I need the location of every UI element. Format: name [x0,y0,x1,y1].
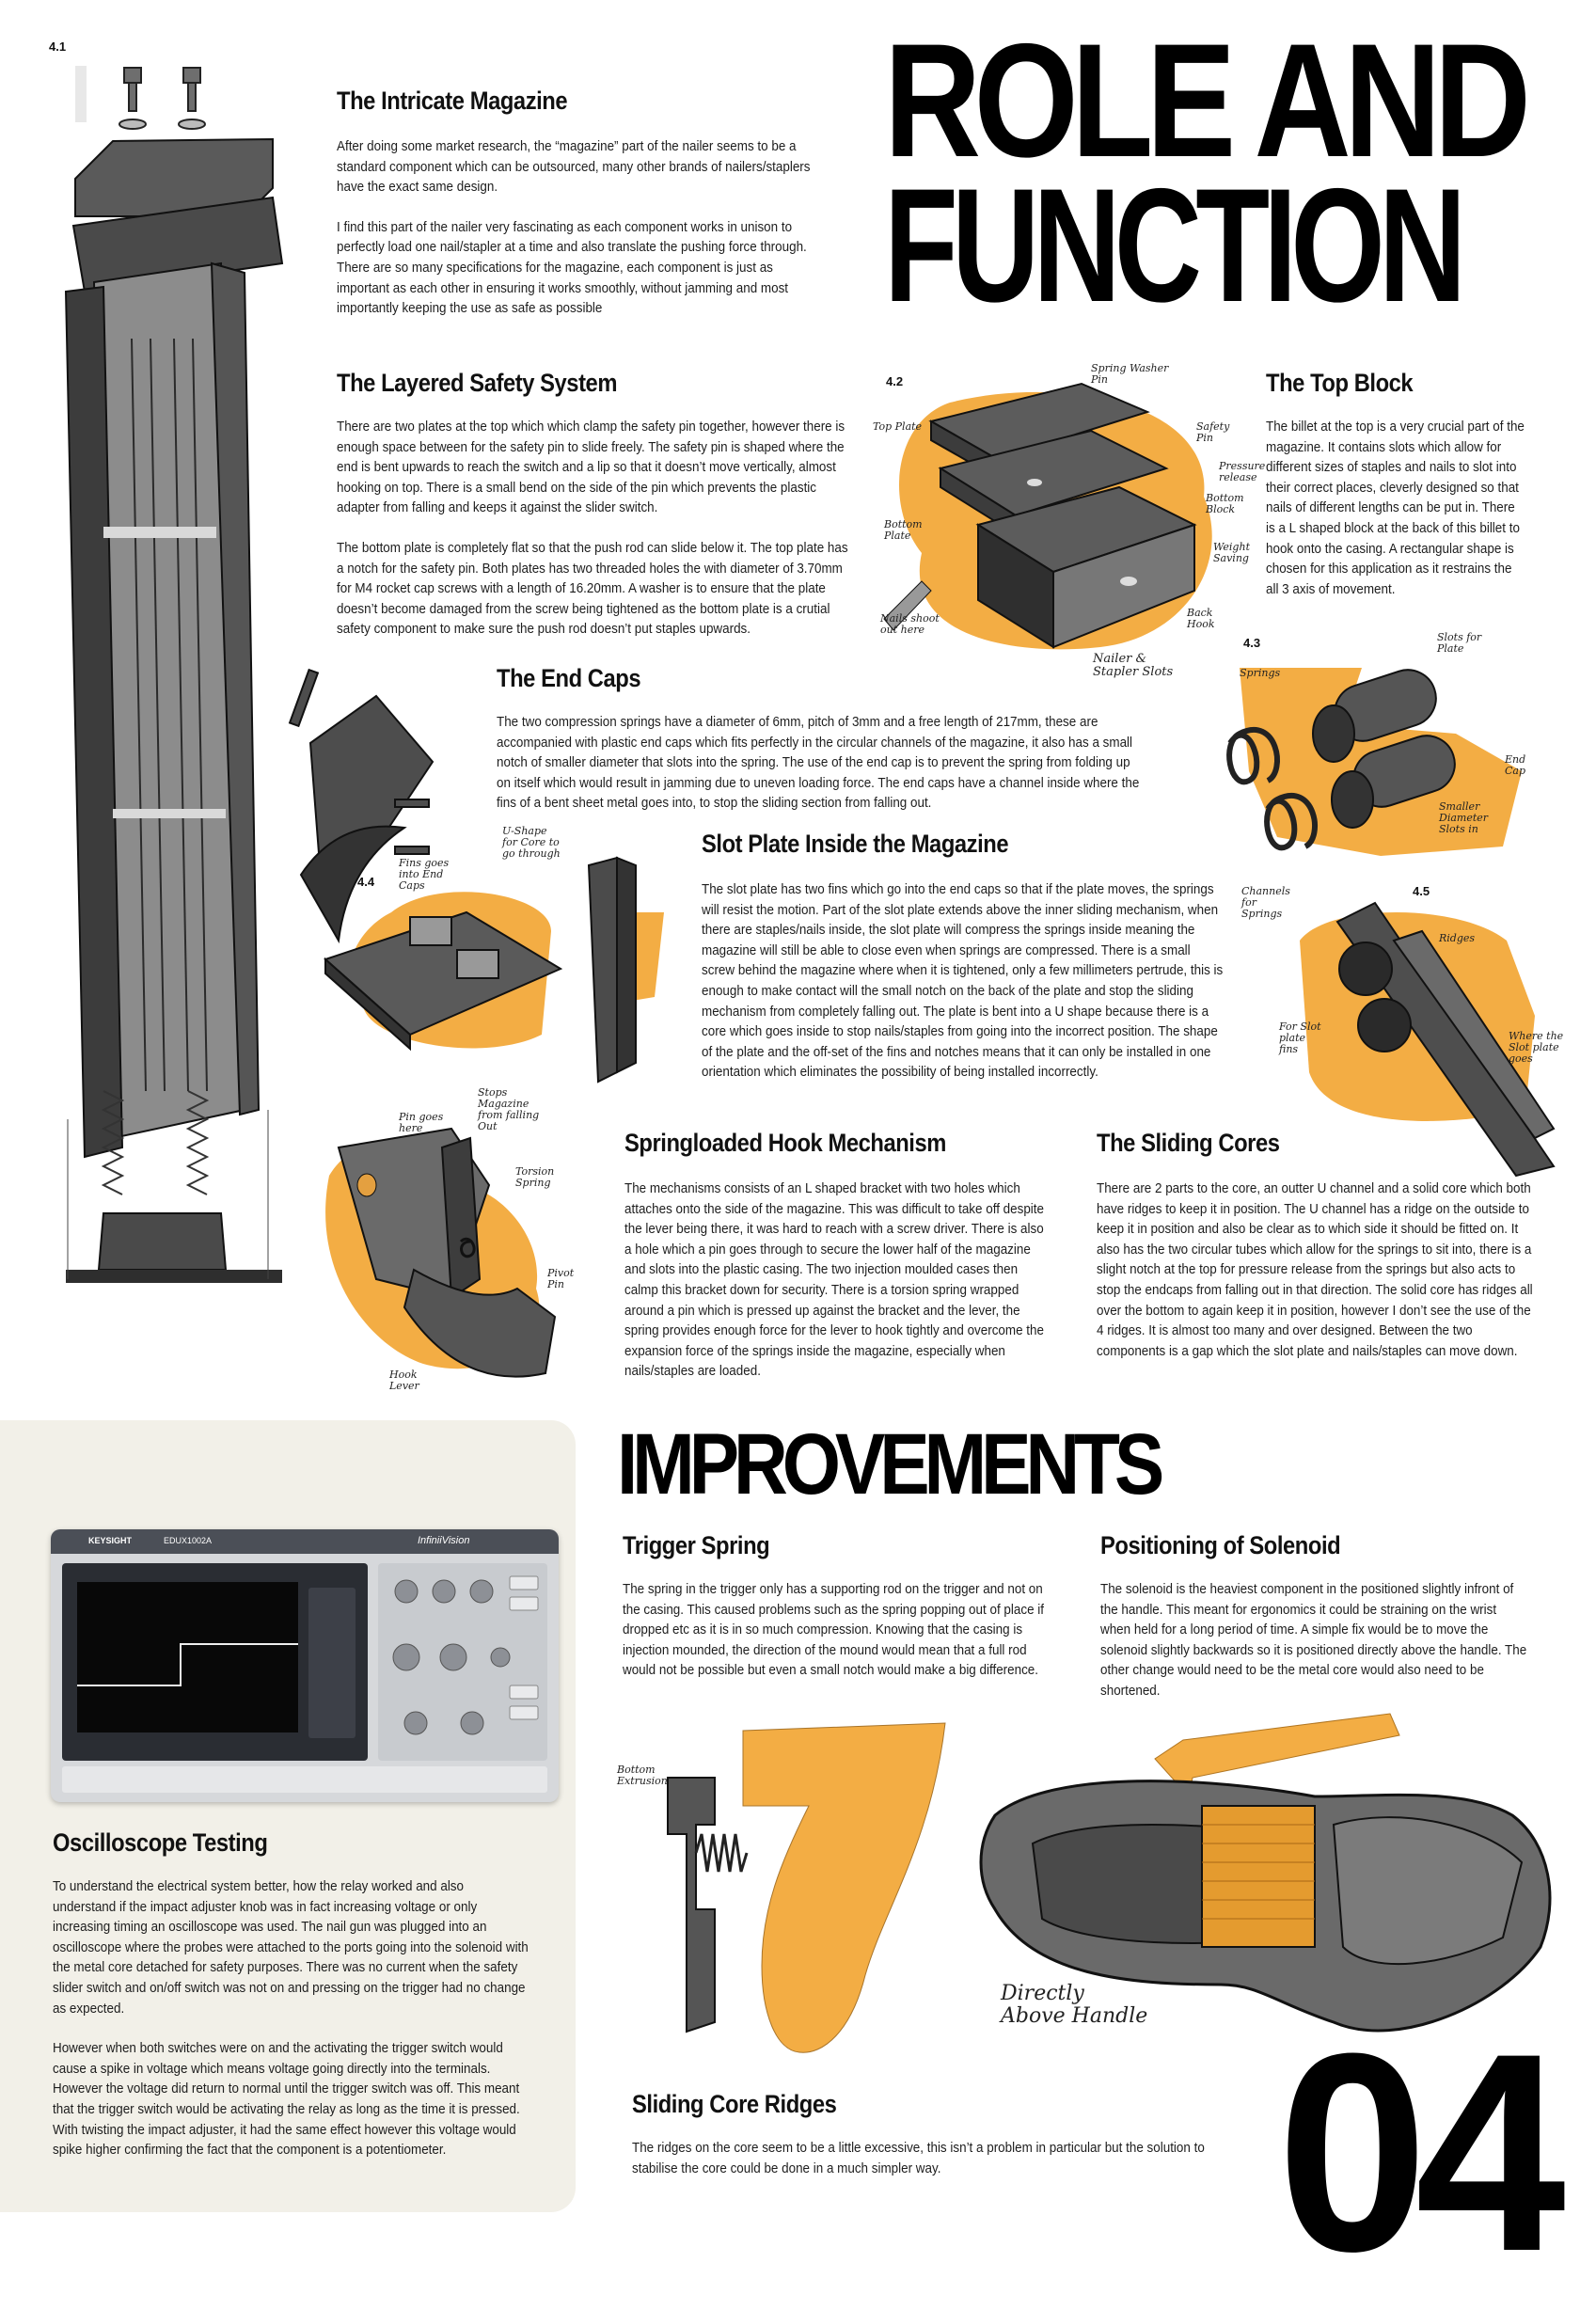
annotation-smaller-diameter: Smaller Diameter Slots in [1439,800,1489,835]
ridges-paragraph: The ridges on the core seem to be a litt… [632,2141,1205,2176]
sliding-cores-illustration [1300,901,1556,1178]
annotation-channels: Channels for Springs [1241,885,1290,920]
heading-top-block: The Top Block [1266,369,1414,397]
scope-product: InfiniiVision [418,1535,470,1546]
solenoid-illustration [979,1713,1552,2033]
annotation-u-shape: U-Shape for Core to go through [502,825,561,860]
figure-label-4-3: 4.3 [1243,636,1261,650]
text-solenoid: The solenoid is the heaviest component i… [1100,1580,1530,1702]
slot-plate-paragraph: The slot plate has two fins which go int… [702,882,1224,1081]
magazine-paragraph-2: I find this part of the nailer very fasc… [337,219,807,317]
text-oscilloscope: To understand the electrical system bett… [53,1877,530,2161]
oscilloscope-brand-bar [51,1529,559,1554]
annotation-nails-shoot: Nails shoot out here [880,612,940,636]
annotation-pin-goes: Pin goes here [399,1111,444,1134]
annotation-stops-magazine: Stops Magazine from falling Out [478,1086,540,1132]
scope-brand: KEYSIGHT [88,1536,133,1545]
annotation-directly-above: Directly Above Handle [1001,1982,1148,2028]
annotation-nailer-stapler: Nailer & Stapler Slots [1093,652,1174,679]
annotation-torsion: Torsion Spring [515,1165,555,1189]
top-block-paragraph: The billet at the top is a very crucial … [1266,419,1525,597]
heading-end-caps: The End Caps [497,664,641,692]
oscilloscope-softkeys [308,1588,356,1738]
voltage-trace [77,1643,298,1686]
oscilloscope-display [77,1582,298,1732]
annotation-ridges: Ridges [1439,932,1476,944]
oscilloscope-screen [62,1563,368,1761]
slot-plate-illustration [324,856,664,1084]
hook-paragraph: The mechanisms consists of an L shaped b… [624,1181,1045,1380]
heading-sliding-cores: The Sliding Cores [1097,1129,1280,1157]
title-role-and: ROLE AND [884,10,1531,191]
annotation-fins-goes: Fins goes into End Caps [399,857,450,892]
text-trigger-spring: The spring in the trigger only has a sup… [623,1580,1051,1682]
heading-intricate-magazine: The Intricate Magazine [337,87,568,115]
title-function: FUNCTION [884,155,1466,336]
figure-label-4-5: 4.5 [1413,884,1430,898]
scope-model: EDUX1002A [164,1536,213,1545]
cores-paragraph: There are 2 parts to the core, an outter… [1097,1181,1533,1359]
heading-springloaded-hook: Springloaded Hook Mechanism [624,1129,946,1157]
oscilloscope-paragraph-1: To understand the electrical system bett… [53,1879,529,2017]
annotation-for-slot: For Slot plate fins [1279,1021,1321,1055]
safety-paragraph-2: The bottom plate is completely flat so t… [337,540,848,638]
annotation-end-cap: End Cap [1505,753,1526,777]
annotation-top-plate: Top Plate [873,420,923,433]
annotation-bottom-block: Bottom Block [1206,492,1244,515]
text-layered-safety: There are two plates at the top which wh… [337,418,851,641]
trigger-paragraph: The spring in the trigger only has a sup… [623,1582,1044,1679]
heading-trigger-spring: Trigger Spring [623,1531,770,1559]
figure-label-4-4: 4.4 [357,875,375,889]
trigger-spring-illustration [667,1722,946,2053]
figure-label-4-2: 4.2 [886,374,904,388]
page-number: 04 [1277,1994,1566,2310]
oscilloscope-paragraph-2: However when both switches were on and t… [53,2041,520,2159]
oscilloscope-front-strip [62,1766,547,1793]
annotation-weight-saving: Weight Saving [1213,541,1250,564]
annotation-back-hook: Back Hook [1187,607,1215,630]
annotation-springs: Springs [1240,667,1281,679]
annotation-hook-lever: Hook Lever [389,1369,419,1392]
annotation-pivot: Pivot Pin [547,1267,575,1290]
solenoid-paragraph: The solenoid is the heaviest component i… [1100,1582,1527,1699]
end-caps-illustration [1226,668,1522,856]
hook-lever-illustration [325,1127,557,1378]
annotation-pressure-release: Pressure release [1219,460,1266,483]
title-improvements: IMPROVEMENTS [617,1416,1164,1512]
heading-solenoid: Positioning of Solenoid [1100,1531,1341,1559]
text-sliding-core-ridges: The ridges on the core seem to be a litt… [632,2139,1223,2179]
oscilloscope-controls [378,1563,547,1761]
text-top-block: The billet at the top is a very crucial … [1266,418,1525,600]
heading-slot-plate: Slot Plate Inside the Magazine [702,830,1009,858]
control-knobs [392,1575,539,1735]
text-springloaded-hook: The mechanisms consists of an L shaped b… [624,1179,1051,1383]
hook-bracket-illustration [288,668,435,944]
heading-layered-safety: The Layered Safety System [337,369,618,397]
top-block-illustration [883,382,1212,650]
text-intricate-magazine: After doing some market research, the “m… [337,137,827,320]
magazine-paragraph-1: After doing some market research, the “m… [337,139,811,196]
annotation-slots-for-plate: Slots for Plate [1437,631,1482,655]
annotation-safety-pin: Safety Pin [1196,420,1230,444]
magazine-illustration [64,66,284,1283]
annotation-bottom-extrusion: Bottom Extrusion [617,1764,668,1787]
annotation-where-slot: Where the Slot plate goes [1509,1030,1564,1065]
annotation-spring-washer: Spring Washer Pin [1091,362,1169,386]
figure-label-4-1: 4.1 [49,40,67,54]
heading-oscilloscope: Oscilloscope Testing [53,1828,268,1857]
end-caps-paragraph: The two compression springs have a diame… [497,715,1140,812]
oscilloscope-photo: KEYSIGHT EDUX1002A InfiniiVision [51,1529,559,1802]
safety-paragraph-1: There are two plates at the top which wh… [337,419,845,516]
annotation-bottom-plate: Bottom Plate [884,518,923,542]
text-sliding-cores: There are 2 parts to the core, an outter… [1097,1179,1537,1362]
text-slot-plate: The slot plate has two fins which go int… [702,880,1226,1084]
heading-sliding-core-ridges: Sliding Core Ridges [632,2090,837,2118]
text-end-caps: The two compression springs have a diame… [497,713,1147,815]
